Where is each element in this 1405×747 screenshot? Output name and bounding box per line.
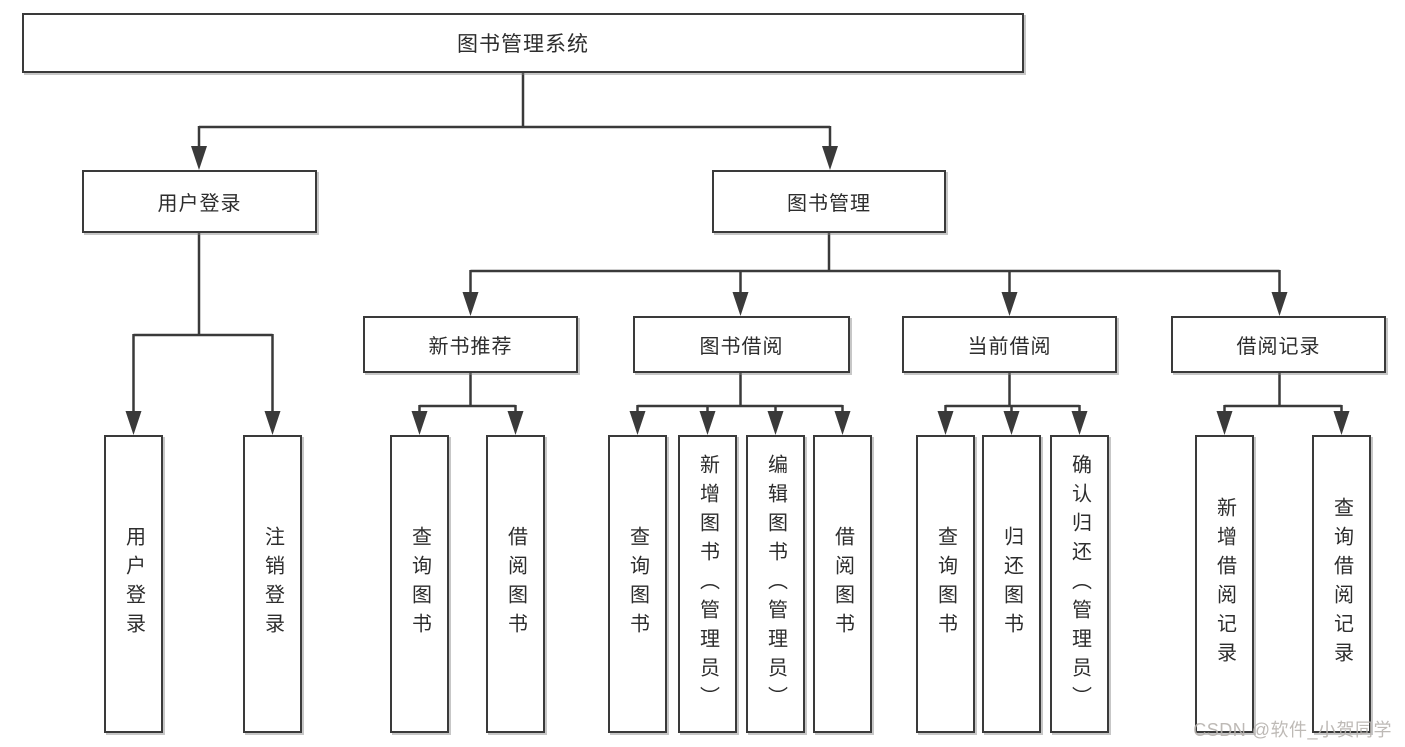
node-root-system: 图书管理系统 [22, 13, 1024, 73]
leaf-current-confirm-return-admin: 确认归还（管理员） [1050, 435, 1109, 733]
node-current-borrow-label: 当前借阅 [967, 336, 1052, 358]
leaf-records-query-record-label: 查询借阅记录 [1330, 497, 1353, 671]
leaf-newbook-query-books-label: 查询图书 [408, 526, 431, 642]
leaf-records-add-record: 新增借阅记录 [1195, 435, 1254, 733]
leaf-logout-label: 注销登录 [261, 526, 284, 642]
leaf-user-login-label: 用户登录 [122, 526, 145, 642]
leaf-borrow-add-books-admin: 新增图书（管理员） [678, 435, 737, 733]
leaf-current-query-books-label: 查询图书 [934, 526, 957, 642]
leaf-borrow-borrow-books: 借阅图书 [813, 435, 872, 733]
node-user-login-label: 用户登录 [157, 193, 242, 215]
leaf-newbook-query-books: 查询图书 [390, 435, 449, 733]
leaf-current-return-books: 归还图书 [982, 435, 1041, 733]
csdn-watermark: CSDN @软件_小贺同学 [1193, 720, 1392, 740]
leaf-current-confirm-return-admin-label: 确认归还（管理员） [1068, 453, 1091, 715]
leaf-borrow-borrow-books-label: 借阅图书 [831, 526, 854, 642]
leaf-records-add-record-label: 新增借阅记录 [1213, 497, 1236, 671]
node-root-label: 图书管理系统 [457, 33, 589, 56]
node-new-book-recommend: 新书推荐 [363, 316, 578, 373]
node-borrow-records: 借阅记录 [1171, 316, 1386, 373]
node-book-borrow: 图书借阅 [633, 316, 850, 373]
node-book-manage: 图书管理 [712, 170, 946, 233]
leaf-logout: 注销登录 [243, 435, 302, 733]
leaf-borrow-add-books-admin-label: 新增图书（管理员） [696, 453, 719, 715]
leaf-records-query-record: 查询借阅记录 [1312, 435, 1371, 733]
node-book-manage-label: 图书管理 [787, 193, 871, 215]
node-user-login: 用户登录 [82, 170, 317, 233]
leaf-newbook-borrow-books: 借阅图书 [486, 435, 545, 733]
leaf-borrow-query-books-label: 查询图书 [626, 526, 649, 642]
leaf-newbook-borrow-books-label: 借阅图书 [504, 526, 527, 642]
leaf-borrow-query-books: 查询图书 [608, 435, 667, 733]
leaf-borrow-edit-books-admin-label: 编辑图书（管理员） [764, 453, 787, 715]
leaf-user-login: 用户登录 [104, 435, 163, 733]
node-current-borrow: 当前借阅 [902, 316, 1117, 373]
leaf-borrow-edit-books-admin: 编辑图书（管理员） [746, 435, 805, 733]
node-borrow-records-label: 借阅记录 [1236, 336, 1321, 358]
node-book-borrow-label: 图书借阅 [699, 336, 784, 358]
leaf-current-query-books: 查询图书 [916, 435, 975, 733]
leaf-current-return-books-label: 归还图书 [1000, 526, 1023, 642]
node-new-book-recommend-label: 新书推荐 [428, 336, 513, 358]
